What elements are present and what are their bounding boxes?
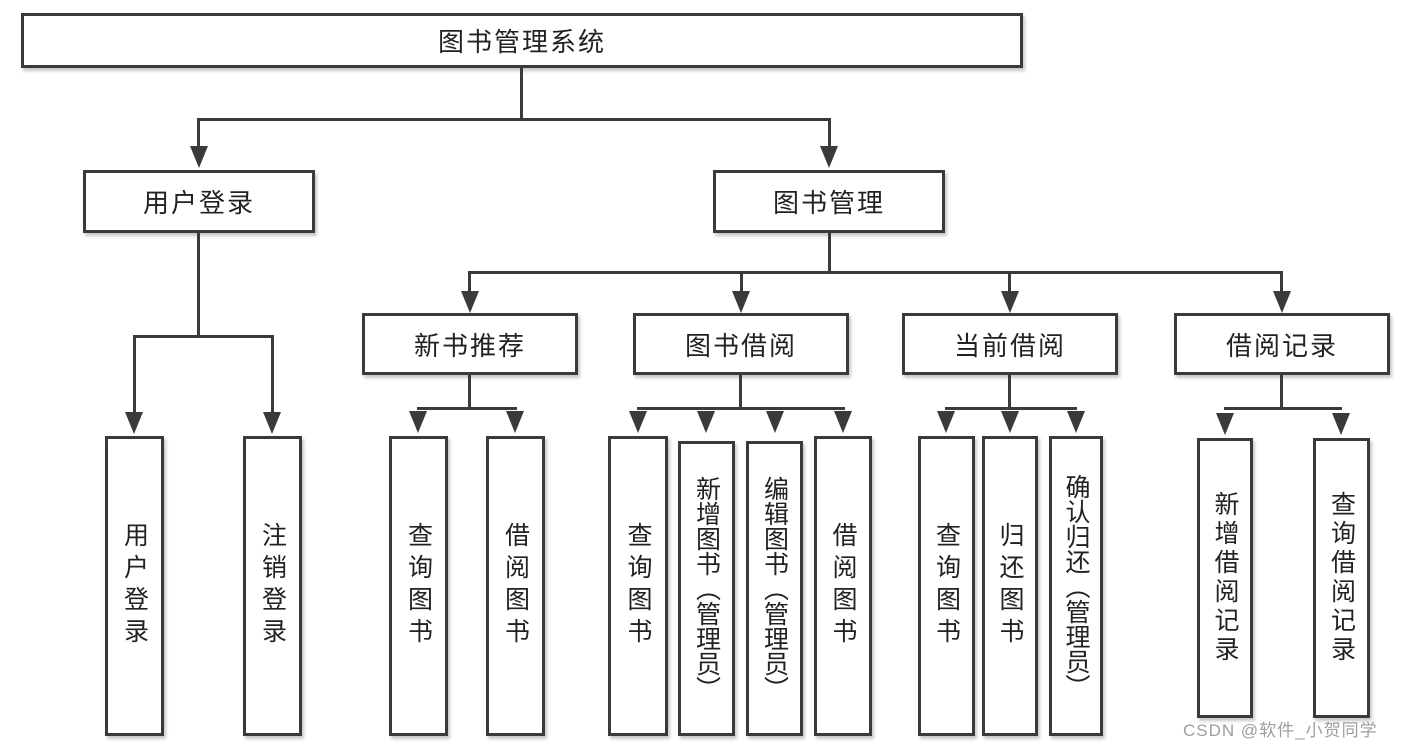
connector-hline: [197, 118, 831, 121]
arrow-down-icon: [409, 411, 427, 433]
node-current-borrowing: 当前借阅: [902, 313, 1118, 375]
arrow-down-icon: [820, 146, 838, 168]
connector-hline: [637, 407, 845, 410]
arrow-down-icon: [506, 411, 524, 433]
connector-hline: [945, 407, 1077, 410]
arrow-down-icon: [1273, 291, 1291, 313]
leaf-logout-login: 注销登录: [243, 436, 302, 736]
leaf-records-add-borrow-record: 新增借阅记录: [1197, 438, 1253, 718]
leaf-records-query-borrow-record: 查询借阅记录: [1313, 438, 1370, 718]
connector-vline: [1280, 271, 1283, 293]
leaf-borrowing-add-books-admin: 新增图书（管理员）: [678, 441, 735, 736]
arrow-down-icon: [697, 411, 715, 433]
connector-hline: [417, 407, 517, 410]
connector-vline: [520, 68, 523, 118]
leaf-current-confirm-return-admin: 确认归还（管理员）: [1049, 436, 1103, 736]
arrow-down-icon: [1067, 411, 1085, 433]
connector-vline: [468, 375, 471, 407]
arrow-down-icon: [1001, 291, 1019, 313]
connector-hline: [469, 271, 1283, 274]
node-borrowing-records: 借阅记录: [1174, 313, 1390, 375]
leaf-current-return-books: 归还图书: [982, 436, 1038, 736]
connector-vline: [739, 375, 742, 407]
leaf-borrowing-borrow-books: 借阅图书: [814, 436, 872, 736]
arrow-down-icon: [834, 411, 852, 433]
arrow-down-icon: [461, 291, 479, 313]
arrow-down-icon: [125, 412, 143, 434]
connector-vline: [197, 118, 200, 148]
node-user-login: 用户登录: [83, 170, 315, 233]
connector-vline: [828, 118, 831, 148]
watermark: CSDN @软件_小贺同学: [1183, 721, 1378, 740]
node-book-borrowing: 图书借阅: [633, 313, 849, 375]
leaf-borrowing-query-books: 查询图书: [608, 436, 668, 736]
connector-vline: [197, 233, 200, 335]
leaf-user-login: 用户登录: [105, 436, 164, 736]
arrow-down-icon: [1332, 413, 1350, 435]
connector-vline: [133, 335, 136, 414]
leaf-recommend-borrow-books: 借阅图书: [486, 436, 545, 736]
connector-hline: [133, 335, 274, 338]
arrow-down-icon: [1216, 413, 1234, 435]
leaf-current-query-books: 查询图书: [918, 436, 975, 736]
connector-hline: [1224, 407, 1342, 410]
node-new-book-recommendation: 新书推荐: [362, 313, 578, 375]
leaf-recommend-query-books: 查询图书: [389, 436, 448, 736]
arrow-down-icon: [937, 411, 955, 433]
connector-vline: [1008, 375, 1011, 407]
connector-vline: [271, 335, 274, 414]
connector-vline: [1008, 271, 1011, 293]
arrow-down-icon: [190, 146, 208, 168]
node-book-management: 图书管理: [713, 170, 945, 233]
leaf-borrowing-edit-books-admin: 编辑图书（管理员）: [746, 441, 803, 736]
connector-vline: [468, 271, 471, 293]
arrow-down-icon: [766, 411, 784, 433]
arrow-down-icon: [629, 411, 647, 433]
node-root: 图书管理系统: [21, 13, 1023, 68]
arrow-down-icon: [1001, 411, 1019, 433]
connector-vline: [828, 233, 831, 271]
arrow-down-icon: [732, 291, 750, 313]
connector-vline: [740, 271, 743, 293]
connector-vline: [1280, 375, 1283, 407]
arrow-down-icon: [263, 412, 281, 434]
